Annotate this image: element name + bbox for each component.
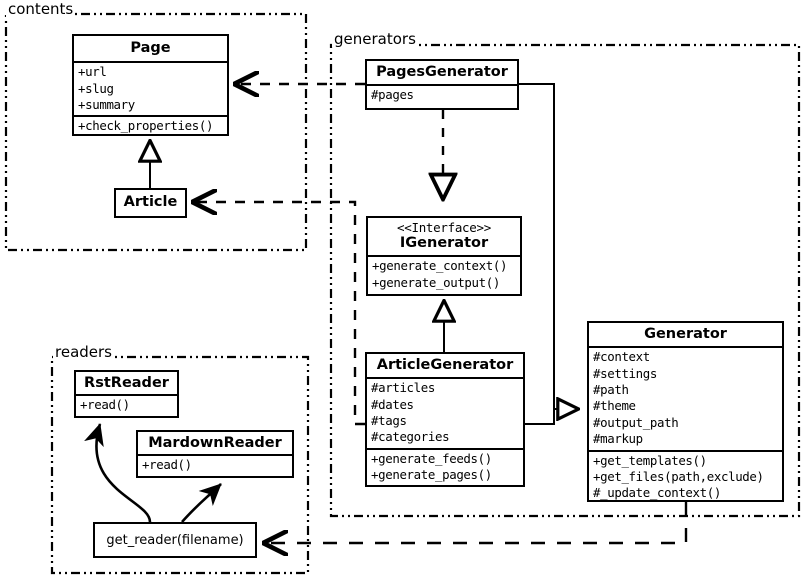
operation-row: #_update_context(): [593, 485, 721, 501]
operation-row: +get_files(path,exclude): [593, 469, 764, 485]
attribute-row: #tags: [371, 413, 407, 429]
class-box-page[interactable]: Page +url +slug +summary +check_properti…: [72, 34, 229, 136]
operation-row: +generate_pages(): [371, 467, 492, 483]
class-name-igenerator: IGenerator: [399, 235, 489, 251]
class-name-articlegenerator: ArticleGenerator: [376, 357, 514, 373]
class-box-generator[interactable]: Generator #context #settings #path #them…: [587, 321, 784, 502]
attribute-row: #output_path: [593, 414, 679, 430]
relation-getreader-to-mardownreader: [181, 483, 222, 523]
class-box-article[interactable]: Article: [114, 188, 187, 218]
attribute-row: +url: [78, 64, 107, 80]
class-attributes-page: +url +slug +summary: [74, 61, 227, 115]
function-label-get-reader: get_reader(filename): [106, 532, 244, 548]
class-operations-rstreader: +read(): [76, 394, 177, 415]
attribute-row: #context: [593, 349, 650, 365]
package-label-readers: readers: [53, 343, 114, 361]
package-frame-generators: [329, 43, 801, 518]
class-box-rstreader[interactable]: RstReader +read(): [74, 370, 179, 418]
class-name-generator: Generator: [644, 326, 727, 342]
operation-row: +get_templates(): [593, 452, 707, 468]
operation-row: +read(): [80, 397, 130, 413]
class-header-igenerator: <<Interface>> IGenerator: [368, 218, 520, 255]
class-box-articlegenerator[interactable]: ArticleGenerator #articles #dates #tags …: [365, 352, 525, 487]
class-box-pagesgenerator[interactable]: PagesGenerator #pages: [365, 59, 519, 110]
package-label-generators: generators: [332, 30, 418, 48]
class-name-article: Article: [123, 194, 178, 210]
attribute-row: #theme: [593, 398, 636, 414]
relation-generators-generalize-generator: [519, 83, 579, 425]
class-name-mardownreader: MardownReader: [148, 435, 282, 451]
class-attributes-pagesgenerator: #pages: [367, 84, 517, 105]
class-name-page: Page: [130, 40, 171, 56]
class-operations-igenerator: +generate_context() +generate_output(): [368, 255, 520, 293]
relation-getreader-to-rstreader: [84, 423, 152, 523]
attribute-row: +summary: [78, 97, 135, 113]
attribute-row: #articles: [371, 380, 435, 396]
class-box-igenerator[interactable]: <<Interface>> IGenerator +generate_conte…: [366, 216, 522, 296]
class-operations-mardownreader: +read(): [138, 454, 292, 475]
package-label-contents: contents: [6, 0, 76, 18]
class-stereotype-igenerator: <<Interface>>: [397, 220, 491, 235]
relation-articlegenerator-depends-article: [193, 202, 365, 426]
attribute-row: #dates: [371, 396, 414, 412]
attribute-row: #pages: [371, 87, 414, 103]
package-frame-contents: [4, 12, 308, 252]
class-operations-page: +check_properties(): [74, 115, 227, 136]
attribute-row: #settings: [593, 365, 657, 381]
class-attributes-articlegenerator: #articles #dates #tags #categories: [367, 377, 523, 448]
operation-row: +check_properties(): [78, 118, 214, 134]
class-operations-articlegenerator: +generate_feeds() +generate_pages(): [367, 447, 523, 486]
operation-row: +generate_context(): [372, 258, 508, 274]
function-box-get-reader[interactable]: get_reader(filename): [93, 522, 257, 558]
attribute-row: #markup: [593, 431, 643, 447]
class-attributes-generator: #context #settings #path #theme #output_…: [589, 346, 782, 449]
class-name-pagesgenerator: PagesGenerator: [376, 64, 508, 80]
operation-row: +read(): [142, 457, 192, 473]
class-name-rstreader: RstReader: [84, 375, 169, 391]
attribute-row: +slug: [78, 80, 114, 96]
operation-row: +generate_feeds(): [371, 450, 492, 466]
operation-row: +generate_output(): [372, 274, 500, 290]
attribute-row: #path: [593, 382, 629, 398]
attribute-row: #categories: [371, 429, 450, 445]
class-box-mardownreader[interactable]: MardownReader +read(): [136, 430, 294, 478]
package-frame-readers: [50, 355, 310, 575]
class-operations-generator: +get_templates() +get_files(path,exclude…: [589, 449, 782, 504]
